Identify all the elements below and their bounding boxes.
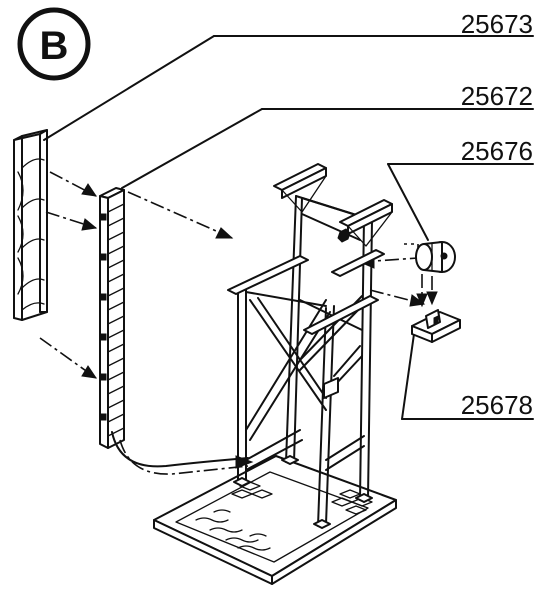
part-25673-label: 25673 (461, 9, 533, 39)
part-25678-label: 25678 (461, 390, 533, 420)
lamp-part (415, 241, 456, 273)
assembly-arrows (39, 171, 438, 475)
tower-frame (227, 163, 393, 529)
section-badge: B (17, 7, 91, 81)
column-part (99, 187, 125, 449)
part-labels: 25673 25672 25676 25678 (213, 9, 534, 420)
part-25676-label: 25676 (461, 136, 533, 166)
ladder-part (13, 129, 48, 321)
leader-lines (43, 35, 429, 420)
part-25672-label: 25672 (461, 81, 533, 111)
base-plate (153, 455, 397, 585)
section-badge-letter: B (40, 24, 69, 68)
bracket-part (411, 309, 461, 343)
